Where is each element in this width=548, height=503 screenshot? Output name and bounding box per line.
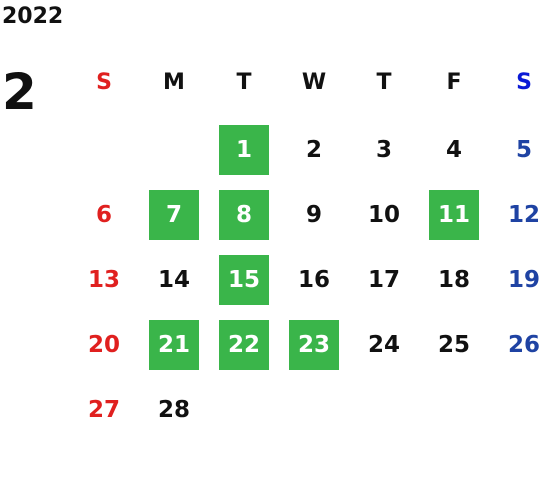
calendar-day-23-highlighted[interactable]: 23: [289, 320, 339, 370]
calendar-day-22-highlighted[interactable]: 22: [219, 320, 269, 370]
calendar-day-4[interactable]: 4: [445, 137, 462, 163]
weekday-header-friday: F: [446, 69, 462, 95]
calendar-day-2[interactable]: 2: [305, 137, 322, 163]
calendar-day-24[interactable]: 24: [367, 332, 400, 358]
year-label: 2022: [2, 4, 64, 29]
calendar-day-1-highlighted[interactable]: 1: [219, 125, 269, 175]
calendar-day-6[interactable]: 6: [95, 202, 112, 228]
calendar-day-16[interactable]: 16: [297, 267, 330, 293]
calendar-day-19[interactable]: 19: [507, 267, 540, 293]
month-label: 2: [2, 63, 37, 121]
weekday-header-thursday: T: [376, 69, 392, 95]
calendar-day-11-highlighted[interactable]: 11: [429, 190, 479, 240]
weekday-header-monday: M: [163, 69, 185, 95]
calendar-day-5[interactable]: 5: [515, 137, 532, 163]
calendar-day-18[interactable]: 18: [437, 267, 470, 293]
weekday-header-tuesday: T: [236, 69, 252, 95]
calendar-day-21-highlighted[interactable]: 21: [149, 320, 199, 370]
calendar-day-14[interactable]: 14: [157, 267, 190, 293]
calendar-day-8-highlighted[interactable]: 8: [219, 190, 269, 240]
calendar-day-9[interactable]: 9: [305, 202, 322, 228]
calendar-day-17[interactable]: 17: [367, 267, 400, 293]
weekday-header-sunday: S: [96, 69, 112, 95]
calendar-day-10[interactable]: 10: [367, 202, 400, 228]
calendar-day-7-highlighted[interactable]: 7: [149, 190, 199, 240]
calendar-day-27[interactable]: 27: [87, 397, 120, 423]
calendar-day-3[interactable]: 3: [375, 137, 392, 163]
calendar-day-25[interactable]: 25: [437, 332, 470, 358]
calendar-day-13[interactable]: 13: [87, 267, 120, 293]
calendar-day-15-highlighted[interactable]: 15: [219, 255, 269, 305]
calendar-day-12[interactable]: 12: [507, 202, 540, 228]
weekday-header-saturday: S: [516, 69, 532, 95]
calendar-day-28[interactable]: 28: [157, 397, 190, 423]
weekday-header-wednesday: W: [301, 69, 327, 95]
calendar-day-26[interactable]: 26: [507, 332, 540, 358]
calendar-day-20[interactable]: 20: [87, 332, 120, 358]
